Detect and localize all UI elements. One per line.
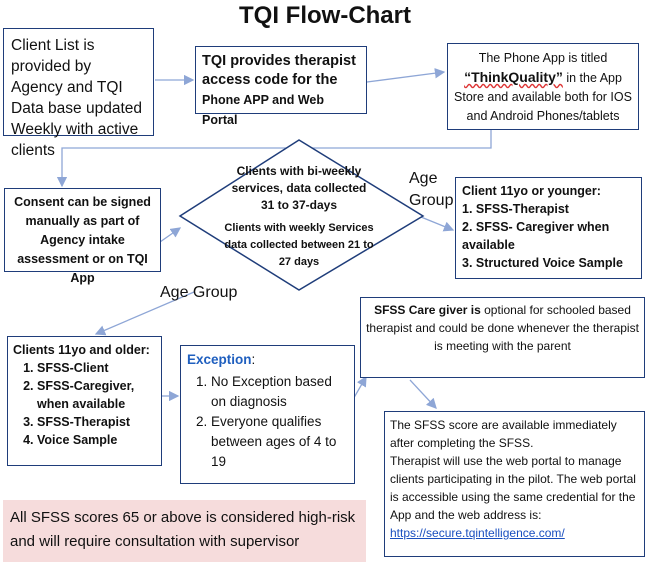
high-risk-note: All SFSS scores 65 or above is considere… bbox=[3, 500, 366, 562]
caregiver-text: optional for schooled based therapist an… bbox=[366, 303, 639, 353]
scores-available-p1: The SFSS score are available immediately… bbox=[390, 418, 617, 450]
client-list-box: Client List is provided by Agency and TQ… bbox=[3, 28, 154, 159]
client-list-text: Client List is provided by Agency and TQ… bbox=[11, 37, 142, 159]
tqi-provides-line1: TQI provides therapist access code for t… bbox=[202, 53, 356, 88]
older-client-item: SFSS-Therapist bbox=[37, 413, 156, 431]
exception-box: Exception: No Exception based on diagnos… bbox=[180, 345, 355, 484]
web-portal-link[interactable]: https://secure.tqintelligence.com/ bbox=[390, 526, 565, 540]
arrow-caregiver-to-scores bbox=[409, 379, 437, 409]
older-client-heading: Clients 11yo and older: bbox=[13, 343, 150, 357]
arrow-diamond-to-old bbox=[94, 291, 195, 336]
phone-app-text-before: The Phone App is titled bbox=[478, 51, 608, 65]
tqi-provides-box: TQI provides therapist access code for t… bbox=[195, 46, 367, 127]
arrow-consent-to-diamond bbox=[159, 227, 182, 243]
consent-text: Consent can be signed manually as part o… bbox=[14, 195, 151, 285]
arrow-diamond-to-young bbox=[420, 216, 455, 232]
decision-diamond-shape bbox=[178, 139, 425, 291]
young-client-box: Client 11yo or younger: 1. SFSS-Therapis… bbox=[455, 177, 642, 279]
older-client-item: SFSS-Caregiver, when available bbox=[37, 377, 156, 413]
young-client-heading: Client 11yo or younger: bbox=[462, 184, 601, 198]
caregiver-bold-text: SFSS Care giver is bbox=[374, 303, 481, 317]
diamond-weekly-text: Clients with weekly Services data collec… bbox=[224, 222, 374, 268]
older-client-box: Clients 11yo and older: SFSS-Client SFSS… bbox=[7, 336, 162, 466]
consent-box: Consent can be signed manually as part o… bbox=[4, 188, 161, 285]
phone-app-box: The Phone App is titled “ThinkQuality” i… bbox=[447, 43, 639, 130]
page-title: TQI Flow-Chart bbox=[239, 2, 411, 29]
arrow-tqi-to-phoneapp bbox=[366, 68, 446, 83]
diamond-biweekly-text: Clients with bi-weekly services, data co… bbox=[231, 164, 367, 212]
scores-available-box: The SFSS score are available immediately… bbox=[384, 411, 645, 557]
young-client-item: 2. SFSS- Caregiver when available bbox=[462, 220, 610, 252]
exception-item: No Exception based on diagnosis bbox=[211, 372, 348, 412]
phone-app-name: “ThinkQuality” bbox=[464, 69, 563, 85]
tqi-provides-line2: Phone APP and Web Portal bbox=[202, 93, 325, 127]
phone-app-text-after: in the App Store and available both for … bbox=[454, 71, 632, 123]
arrow-phoneapp-to-consent bbox=[56, 130, 492, 188]
older-client-item: SFSS-Client bbox=[37, 359, 156, 377]
exception-heading: Exception bbox=[187, 352, 252, 367]
exception-item: Everyone qualifies between ages of 4 to … bbox=[211, 412, 348, 472]
age-group-label-left: Age Group bbox=[160, 284, 238, 301]
high-risk-note-text: All SFSS scores 65 or above is considere… bbox=[10, 509, 356, 550]
young-client-item: 1. SFSS-Therapist bbox=[462, 202, 569, 216]
caregiver-box: SFSS Care giver is optional for schooled… bbox=[360, 297, 645, 378]
scores-available-p2: Therapist will use the web portal to man… bbox=[390, 454, 636, 522]
exception-colon: : bbox=[251, 352, 256, 367]
young-client-item: 3. Structured Voice Sample bbox=[462, 256, 623, 270]
age-group-label-right: Age Group bbox=[409, 170, 454, 209]
older-client-item: Voice Sample bbox=[37, 431, 156, 449]
